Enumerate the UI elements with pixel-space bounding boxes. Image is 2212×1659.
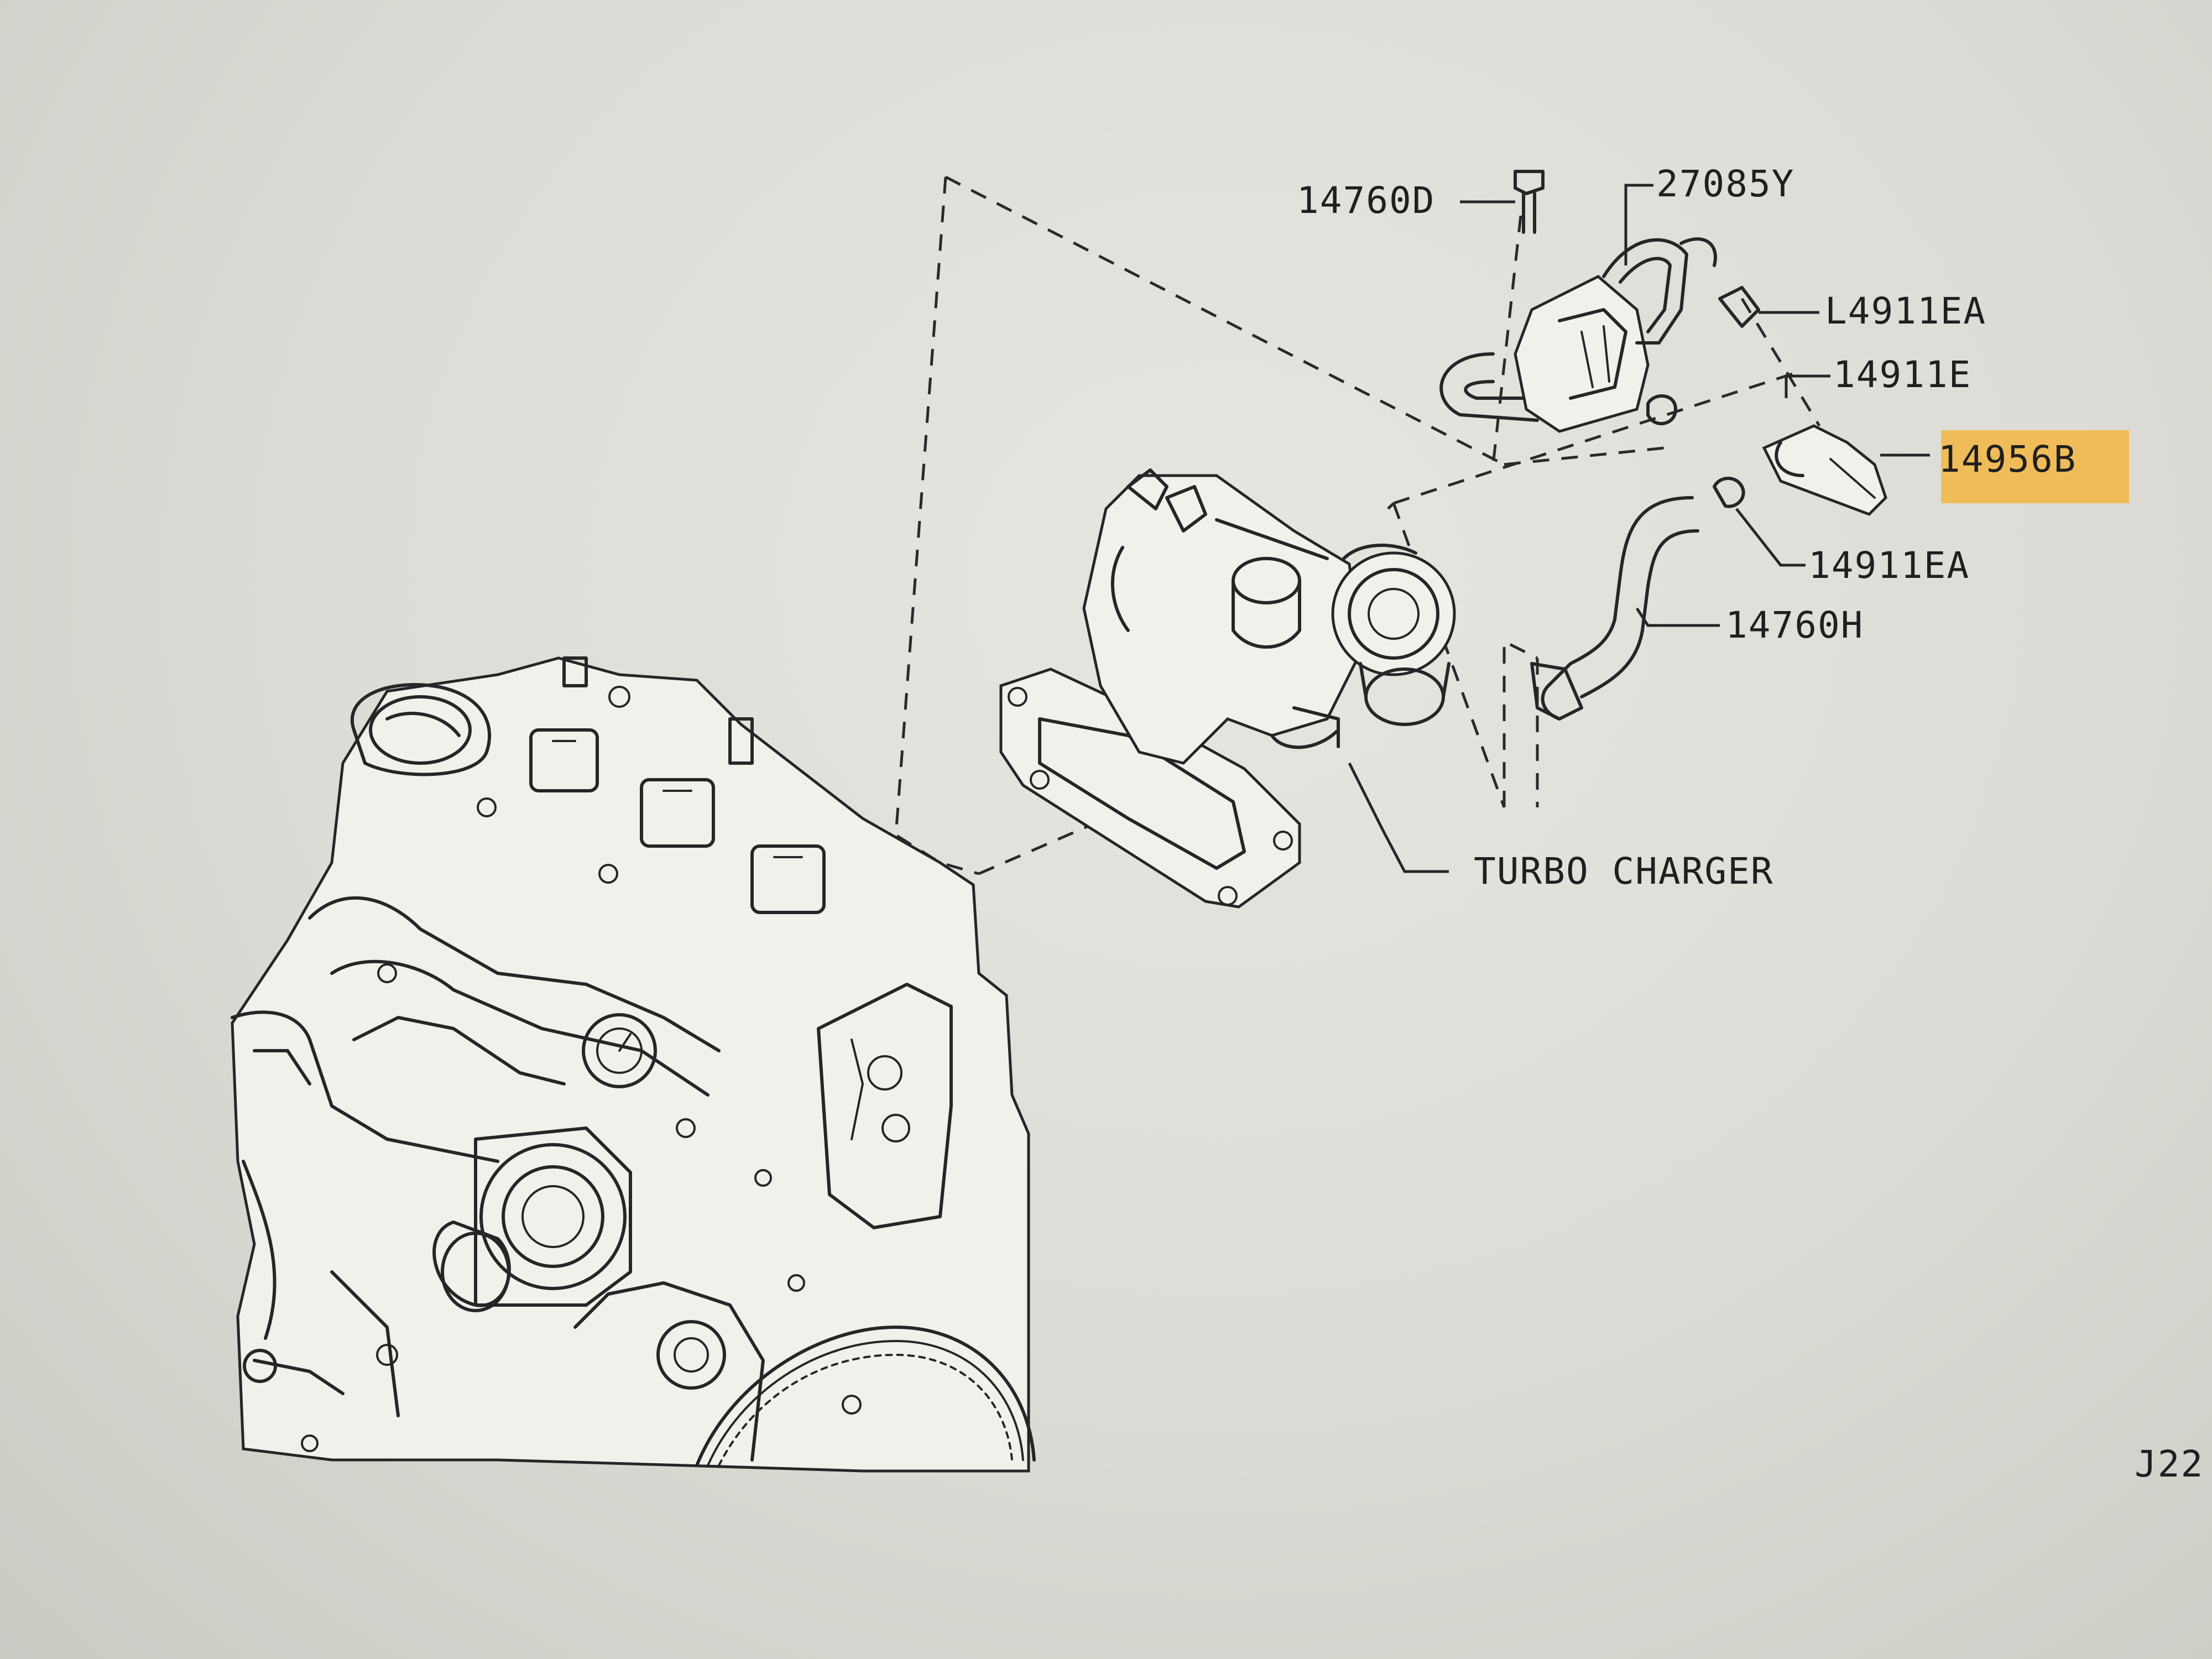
callout-14911EA-top[interactable]: L4911EA (1825, 290, 1986, 332)
callout-turbo-charger[interactable]: TURBO CHARGER (1474, 850, 1774, 893)
callout-14911E[interactable]: 14911E (1833, 353, 1971, 396)
callout-14760H[interactable]: 14760H (1725, 604, 1864, 646)
engine-block-drawing (231, 656, 1036, 1473)
leader-lines (1348, 184, 1930, 873)
callout-14760D[interactable]: 14760D (1297, 179, 1435, 222)
page-code: J22 (2135, 1443, 2204, 1485)
callout-27085Y[interactable]: 27085Y (1656, 163, 1794, 205)
turbocharger-drawing (1082, 468, 1456, 765)
coolant-hose-assembly-drawing (1439, 170, 1760, 433)
callout-14956B[interactable]: 14956B (1938, 438, 2077, 481)
part-callouts: 14760D 27085Y L4911EA 14911E 14956B 1491… (1297, 163, 2204, 1485)
part-highlight (1941, 430, 2129, 503)
water-outlet-and-hose-drawing (1530, 424, 1887, 721)
callout-14911EA-bottom[interactable]: 14911EA (1808, 544, 1970, 587)
